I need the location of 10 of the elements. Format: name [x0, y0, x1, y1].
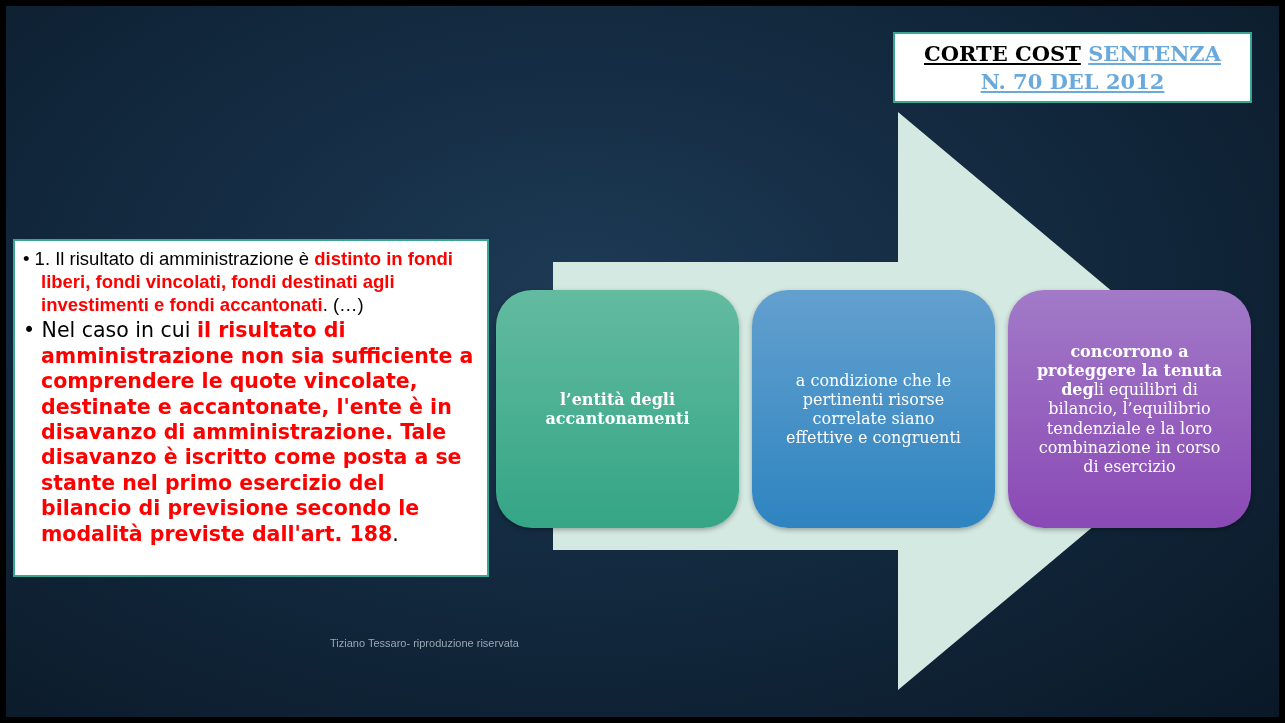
text-box	[13, 239, 489, 577]
box-text: concorrono a proteggere la tenuta degli equilibri di bilancio, l’equilibrio tendenziale e la loro combinazione in corso di esercizio	[1036, 341, 1223, 477]
bullet-text: • Nel caso in cui il risultato di amministrazione non sia sufficiente a comprendere le quote vincolate, destinate e accantonate, l'ente è in disavanzo di amministrazione. Tale disavanzo è iscritto come posta a se stante nel primo esercizio del bilancio di previsione secondo le modalità previste dall'art. 188.	[23, 318, 475, 548]
box-text: a condizione che le pertinenti risorse correlate siano effettive e congruenti	[785, 370, 962, 448]
heading-text: CORTE COST SENTENZA N. 70 DEL 2012	[923, 40, 1223, 95]
bullet-text: • 1. Il risultato di amministrazione è distinto in fondi liberi, fondi vincolati, fondi destinati agli investimenti e fondi accantonati. (…)	[23, 247, 454, 317]
box-text: l’entità degli accantonamenti	[544, 389, 691, 429]
title-box	[893, 32, 1252, 103]
footer-note: Tiziano Tessaro- riproduzione riservata	[330, 637, 519, 649]
rounded-box	[496, 290, 739, 528]
